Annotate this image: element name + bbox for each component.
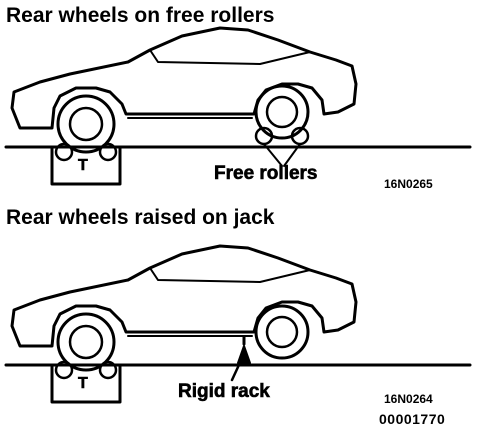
top-window-line xyxy=(149,49,311,65)
free-rollers-label: Free rollers xyxy=(214,163,318,184)
top-figure-title: Rear wheels on free rollers xyxy=(6,4,275,27)
top-leader-right xyxy=(283,143,301,167)
top-roller-glyph: T xyxy=(78,157,88,174)
top-dyno-pit xyxy=(42,145,130,186)
document-number: 00001770 xyxy=(379,411,446,427)
bottom-rear-tire xyxy=(254,304,310,360)
rigid-rack-label: Rigid rack xyxy=(178,381,270,402)
top-front-hub xyxy=(68,106,104,142)
top-figure xyxy=(4,26,472,186)
bottom-front-tire xyxy=(56,312,116,372)
bottom-dyno-roller-left xyxy=(54,360,74,380)
top-rear-hub xyxy=(265,95,299,129)
top-car-body xyxy=(10,26,358,130)
top-rear-tire xyxy=(254,84,310,140)
bottom-roller-glyph: T xyxy=(78,375,88,392)
top-dyno-roller-right xyxy=(98,142,118,162)
bottom-figure-title: Rear wheels raised on jack xyxy=(6,206,275,229)
bottom-leader xyxy=(230,352,246,382)
bottom-figure-code: 16N0264 xyxy=(384,392,433,406)
bottom-window-line xyxy=(149,267,311,283)
top-leader-left xyxy=(263,143,283,167)
bottom-rear-hub xyxy=(265,315,299,349)
top-figure-code: 16N0265 xyxy=(384,177,433,191)
top-front-tire xyxy=(56,94,116,154)
bottom-dyno-roller-right xyxy=(98,360,118,380)
bottom-front-hub xyxy=(68,324,104,360)
bottom-car-body xyxy=(10,244,358,348)
bottom-dyno-pit xyxy=(42,363,130,404)
top-dyno-roller-left xyxy=(54,142,74,162)
bottom-figure xyxy=(4,244,472,404)
